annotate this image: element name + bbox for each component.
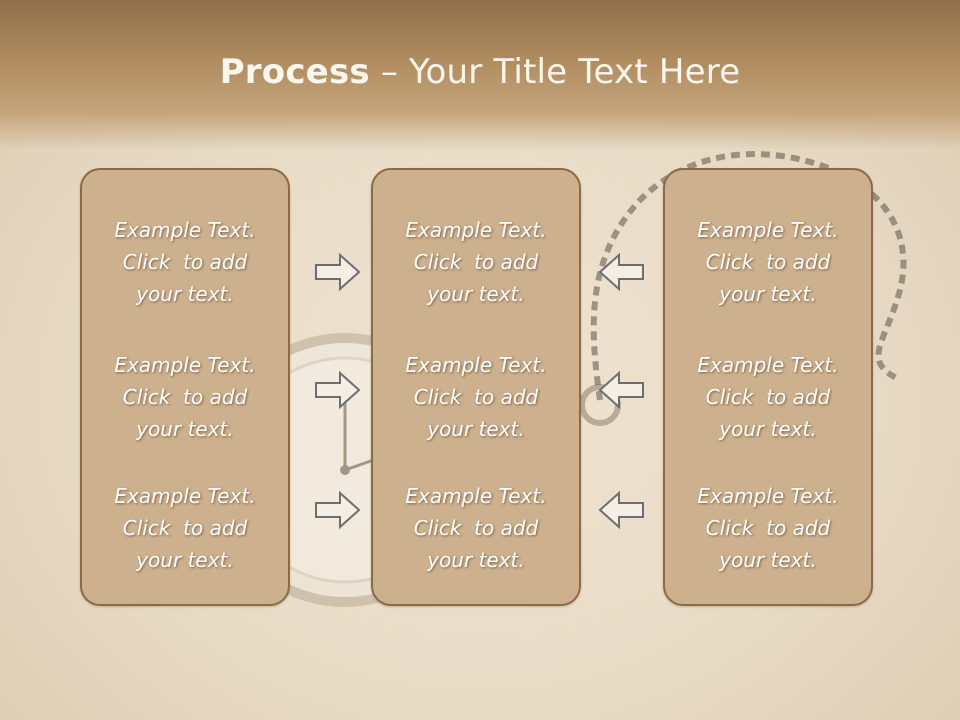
right-arrow-icon[interactable] bbox=[314, 370, 362, 410]
right-arrow-icon[interactable] bbox=[314, 490, 362, 530]
text-line: your text. bbox=[136, 417, 234, 441]
right-arrow-icon[interactable] bbox=[314, 252, 362, 292]
text-placeholder[interactable]: Example Text. Click to add your text. bbox=[373, 214, 579, 310]
text-line: Click to add bbox=[413, 516, 539, 540]
text-line: Click to add bbox=[122, 385, 248, 409]
panel-right[interactable]: Example Text. Click to add your text. Ex… bbox=[663, 168, 873, 606]
text-placeholder[interactable]: Example Text. Click to add your text. bbox=[373, 480, 579, 576]
text-line: Example Text. bbox=[405, 218, 547, 242]
text-line: your text. bbox=[136, 548, 234, 572]
panel-left[interactable]: Example Text. Click to add your text. Ex… bbox=[80, 168, 290, 606]
title-rest-part: – Your Title Text Here bbox=[369, 52, 741, 92]
text-line: Example Text. bbox=[114, 353, 256, 377]
text-line: your text. bbox=[427, 548, 525, 572]
title-band bbox=[0, 0, 960, 150]
text-placeholder[interactable]: Example Text. Click to add your text. bbox=[665, 480, 871, 576]
text-line: Example Text. bbox=[114, 218, 256, 242]
text-line: Example Text. bbox=[697, 484, 839, 508]
text-line: Click to add bbox=[413, 385, 539, 409]
text-placeholder[interactable]: Example Text. Click to add your text. bbox=[82, 480, 288, 576]
text-line: Click to add bbox=[705, 516, 831, 540]
text-placeholder[interactable]: Example Text. Click to add your text. bbox=[82, 349, 288, 445]
text-line: Click to add bbox=[413, 250, 539, 274]
text-line: Example Text. bbox=[405, 353, 547, 377]
left-arrow-icon[interactable] bbox=[597, 252, 645, 292]
text-line: your text. bbox=[719, 282, 817, 306]
text-line: Click to add bbox=[122, 516, 248, 540]
left-arrow-icon[interactable] bbox=[597, 370, 645, 410]
text-line: Example Text. bbox=[697, 218, 839, 242]
text-placeholder[interactable]: Example Text. Click to add your text. bbox=[665, 349, 871, 445]
text-line: Example Text. bbox=[405, 484, 547, 508]
text-placeholder[interactable]: Example Text. Click to add your text. bbox=[665, 214, 871, 310]
title-bold-part: Process bbox=[219, 52, 370, 92]
text-line: Example Text. bbox=[697, 353, 839, 377]
text-line: your text. bbox=[427, 417, 525, 441]
slide-title[interactable]: Process – Your Title Text Here bbox=[0, 52, 960, 92]
text-placeholder[interactable]: Example Text. Click to add your text. bbox=[373, 349, 579, 445]
text-line: Click to add bbox=[122, 250, 248, 274]
text-line: your text. bbox=[427, 282, 525, 306]
panel-middle[interactable]: Example Text. Click to add your text. Ex… bbox=[371, 168, 581, 606]
text-placeholder[interactable]: Example Text. Click to add your text. bbox=[82, 214, 288, 310]
text-line: Click to add bbox=[705, 385, 831, 409]
text-line: your text. bbox=[136, 282, 234, 306]
left-arrow-icon[interactable] bbox=[597, 490, 645, 530]
text-line: Click to add bbox=[705, 250, 831, 274]
text-line: your text. bbox=[719, 417, 817, 441]
text-line: Example Text. bbox=[114, 484, 256, 508]
text-line: your text. bbox=[719, 548, 817, 572]
